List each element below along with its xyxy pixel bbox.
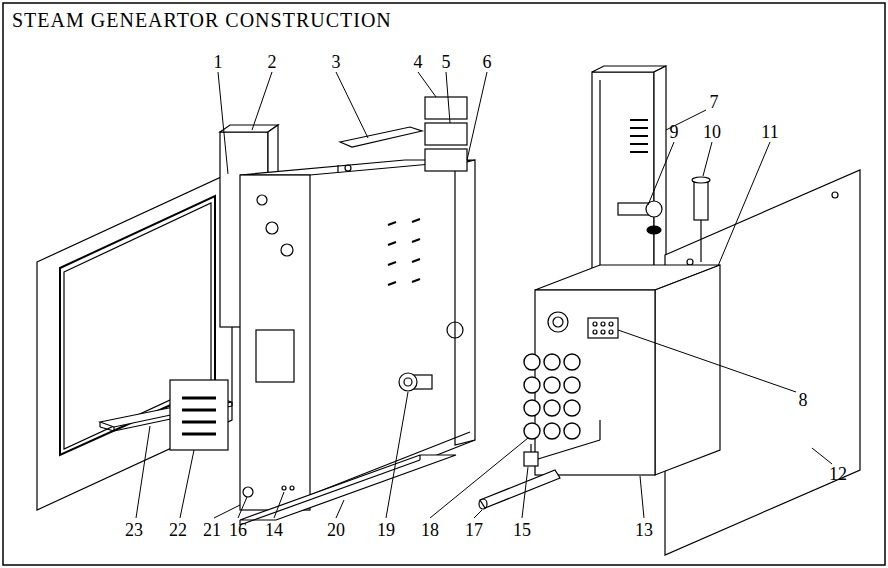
callout-number: 21 — [201, 520, 223, 540]
callout-number: 3 — [330, 52, 343, 72]
callout-number: 1 — [212, 52, 225, 72]
callout-number: 15 — [511, 520, 533, 540]
callout-number: 19 — [375, 520, 397, 540]
callout-number: 23 — [123, 520, 145, 540]
callout-number: 14 — [263, 520, 285, 540]
callout-number: 9 — [668, 122, 681, 142]
diagram-title: STEAM GENEARTOR CONSTRUCTION — [12, 9, 392, 32]
callout-number: 2 — [266, 52, 279, 72]
callout-number: 12 — [827, 464, 849, 484]
callout-number: 20 — [325, 520, 347, 540]
callout-number: 17 — [463, 520, 485, 540]
callout-number: 16 — [227, 520, 249, 540]
callout-number: 22 — [167, 520, 189, 540]
callout-number: 7 — [708, 92, 721, 112]
callout-number: 4 — [412, 52, 425, 72]
callout-number: 8 — [797, 390, 810, 410]
callout-number: 6 — [481, 52, 494, 72]
callout-number: 10 — [701, 122, 723, 142]
callout-number: 5 — [440, 52, 453, 72]
callout-number: 13 — [633, 520, 655, 540]
callout-number: 11 — [759, 122, 780, 142]
callout-number: 18 — [419, 520, 441, 540]
